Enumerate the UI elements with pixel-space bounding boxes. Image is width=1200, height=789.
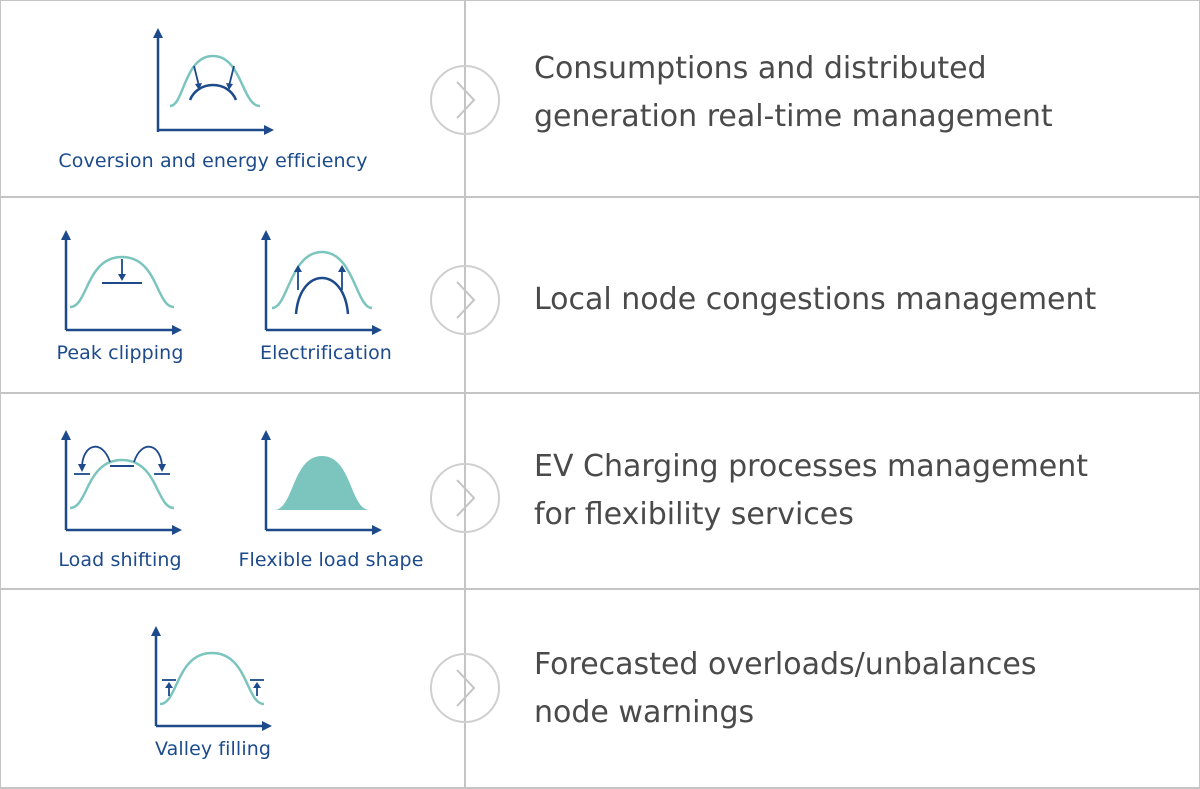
description-line: EV Charging processes management: [534, 449, 1089, 484]
description-line: Local node congestions management: [534, 282, 1097, 317]
description-line: for flexibility services: [534, 497, 854, 532]
row-divider-3: [0, 588, 1200, 590]
flexible-load-shape-icon: [261, 430, 382, 535]
caption-valley-filling: Valley filling: [154, 738, 272, 760]
conversion-efficiency-icon: [153, 28, 274, 135]
description-row-2: Local node congestions management: [534, 276, 1096, 324]
row-divider-2: [0, 392, 1200, 394]
description-row-1: Consumptions and distributed generation …: [534, 45, 1053, 141]
caption-conversion-efficiency: Coversion and energy efficiency: [58, 150, 368, 172]
description-line: generation real-time management: [534, 99, 1053, 134]
description-row-4: Forecasted overloads/unbalances node war…: [534, 641, 1037, 737]
column-divider: [464, 0, 466, 788]
caption-load-shifting: Load shifting: [58, 549, 182, 571]
chevron-right-icon[interactable]: [429, 652, 501, 724]
chevron-right-icon[interactable]: [429, 264, 501, 336]
caption-flexible-load-shape: Flexible load shape: [238, 549, 424, 571]
caption-peak-clipping: Peak clipping: [56, 342, 184, 364]
description-line: Forecasted overloads/unbalances: [534, 647, 1037, 682]
chevron-right-icon[interactable]: [429, 462, 501, 534]
description-line: Consumptions and distributed: [534, 51, 987, 86]
caption-electrification: Electrification: [260, 342, 392, 364]
load-shifting-icon: [61, 430, 182, 535]
chevron-right-icon[interactable]: [429, 64, 501, 136]
valley-filling-icon: [151, 626, 272, 731]
electrification-icon: [261, 230, 382, 335]
description-row-3: EV Charging processes management for fle…: [534, 443, 1088, 539]
peak-clipping-icon: [61, 230, 182, 335]
description-line: node warnings: [534, 695, 755, 730]
row-divider-1: [0, 196, 1200, 198]
